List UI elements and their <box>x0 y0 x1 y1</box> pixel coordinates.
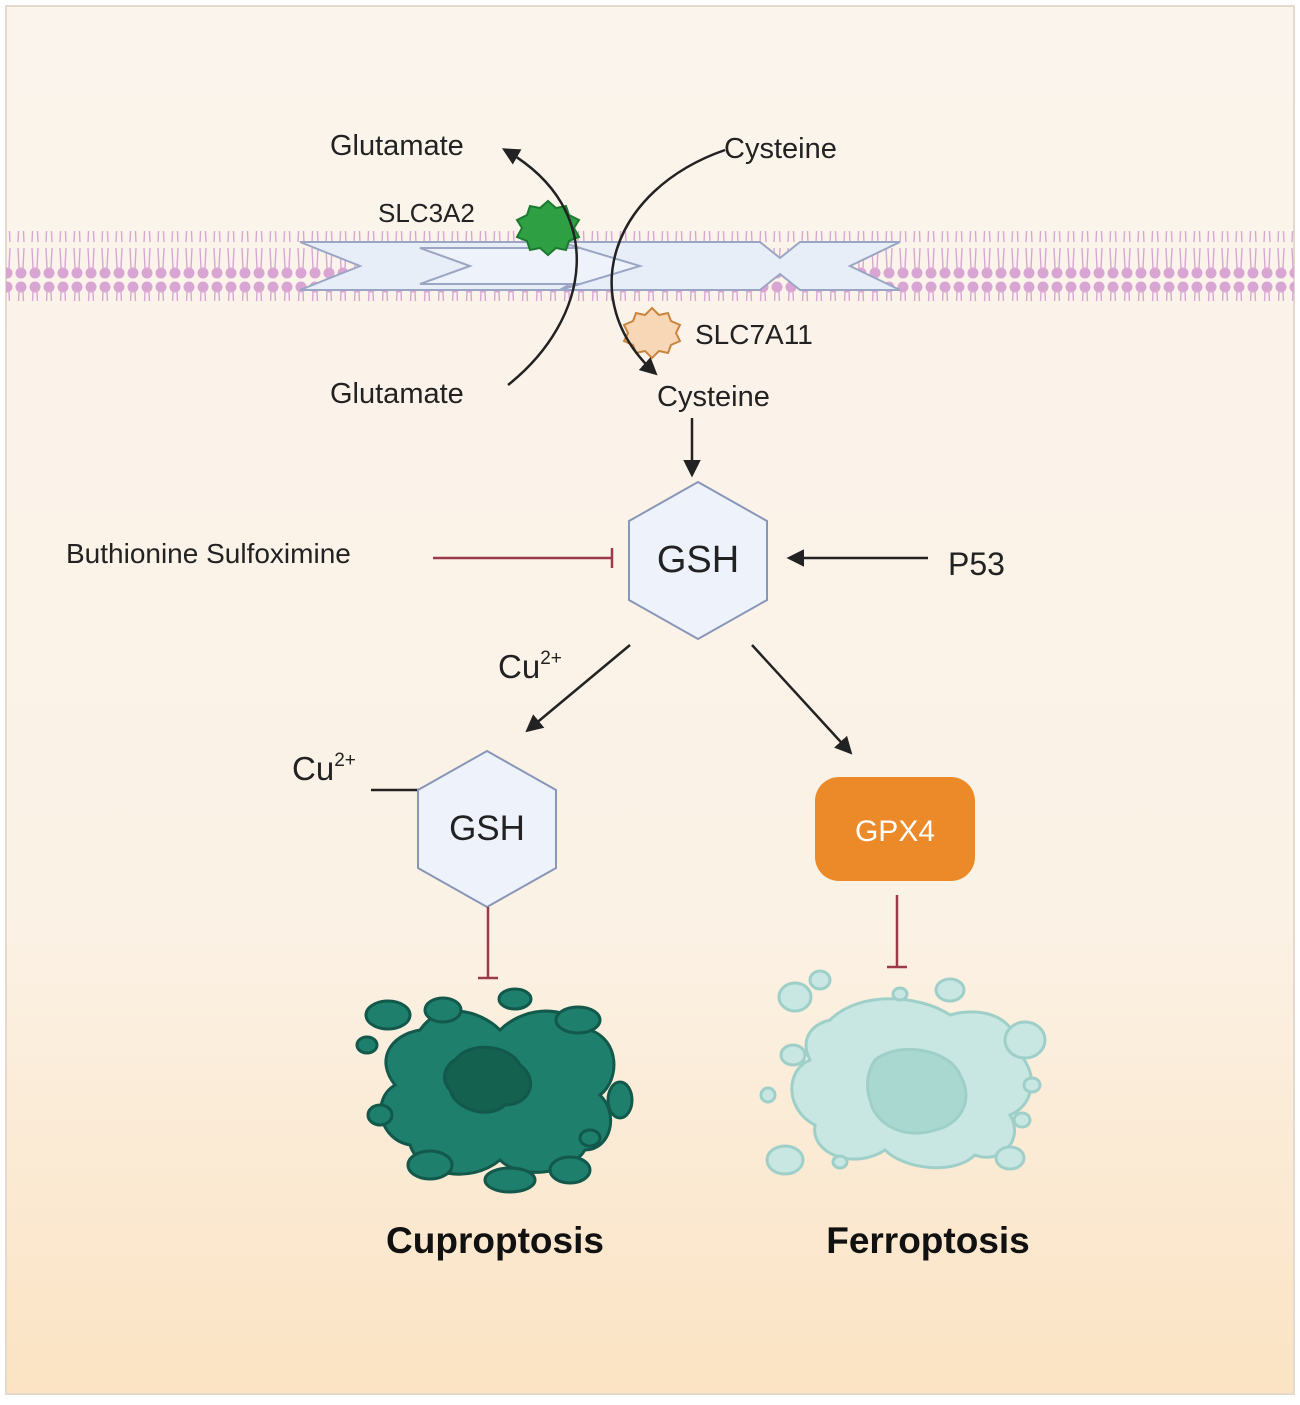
gsh-to-cu-gsh-arrow <box>525 644 631 733</box>
p53-label: P53 <box>948 546 1005 582</box>
glutamate-inside-label: Glutamate <box>330 378 464 410</box>
gpx4-ferroptosis-inhibition <box>887 895 907 969</box>
cu-bound-label: Cu2+ <box>292 750 356 787</box>
gsh-main-label: GSH <box>657 539 739 581</box>
cuproptosis-label: Cuproptosis <box>386 1220 604 1261</box>
slc3a2-label: SLC3A2 <box>378 198 475 228</box>
gsh-cuproptosis-inhibition <box>478 907 498 980</box>
background-panel <box>5 5 1295 1395</box>
cu-arrow-label: Cu2+ <box>498 648 562 685</box>
cysteine-inside-label: Cysteine <box>657 381 770 413</box>
gsh-main-hexagon <box>628 480 768 641</box>
cysteine-outside-label: Cysteine <box>724 133 837 165</box>
ferroptosis-cell-illustration <box>759 969 1047 1176</box>
bso-inhibition-line <box>433 548 614 568</box>
slc7a11-label: SLC7A11 <box>695 319 813 350</box>
gsh-bound-label: GSH <box>449 809 525 848</box>
cuproptosis-cell-illustration <box>355 987 634 1194</box>
cysteine-transport-arrow <box>610 148 726 376</box>
glutamate-outside-label: Glutamate <box>330 130 464 162</box>
gsh-to-gpx4-arrow <box>751 644 853 755</box>
slc3a2-protein <box>515 199 581 257</box>
ferroptosis-label: Ferroptosis <box>826 1220 1030 1261</box>
transporter-channel <box>299 241 901 291</box>
gpx4-box <box>815 777 975 881</box>
gpx4-label: GPX4 <box>855 815 935 848</box>
glutamate-transport-arrow <box>501 148 579 386</box>
bso-label: Buthionine Sulfoximine <box>66 538 351 569</box>
